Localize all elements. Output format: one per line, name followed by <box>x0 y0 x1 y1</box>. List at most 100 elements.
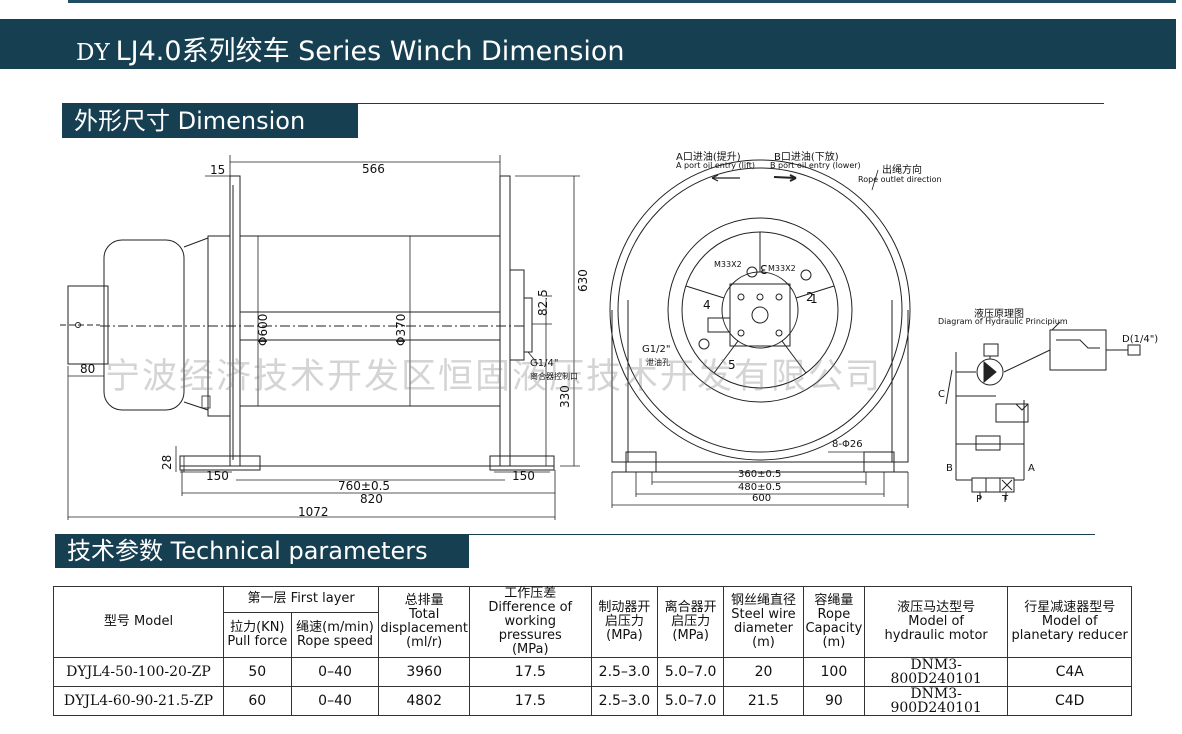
hydraulic-port-c: C <box>938 389 945 400</box>
segment-5: 5 <box>728 358 736 372</box>
hydraulic-port-p: P <box>976 494 983 505</box>
header-reducer-cn: 行星减速器型号 <box>1024 600 1116 615</box>
left-flange <box>229 175 241 467</box>
dim-1072: 1072 <box>298 505 329 519</box>
hydraulic-diagram <box>945 321 1141 500</box>
header-reducer: 行星减速器型号 Model of planetary reducer <box>1007 586 1132 658</box>
header-motor: 液压马达型号 Model of hydraulic motor <box>863 586 1009 658</box>
dim-480: 480±0.5 <box>738 482 782 493</box>
header-displacement-cn: 总排量 <box>404 593 444 608</box>
header-pull-cn: 拉力(KN) <box>230 619 285 635</box>
dim-820: 820 <box>360 492 383 506</box>
segment-4: 4 <box>703 298 711 312</box>
header-displacement-unit: (ml/r) <box>406 635 443 650</box>
header-capacity-cn: 容绳量 <box>814 593 854 608</box>
header-motor-cn: 液压马达型号 <box>897 600 976 615</box>
header-wire-en2: diameter <box>734 621 793 636</box>
title-prefix: DY <box>76 40 110 66</box>
hydraulic-port-b: B <box>946 463 953 474</box>
header-first-layer: 第一层 First layer <box>222 586 380 613</box>
cell-speed: 0–40 <box>290 657 380 687</box>
cell-motor: DNM3-800D240101 <box>863 657 1009 687</box>
header-reducer-en2: planetary reducer <box>1011 628 1128 643</box>
hydraulic-port-t: T <box>1002 494 1009 505</box>
motor-end-cap <box>67 285 109 365</box>
cell-reducer: C4D <box>1007 686 1132 716</box>
base-foot-right <box>489 455 555 471</box>
cell-wire: 20 <box>723 657 804 687</box>
m33-label-right: M33X2 <box>768 264 796 273</box>
g12-port-label-cn: 泄油孔 <box>646 358 670 367</box>
header-capacity-en1: Rope <box>817 607 851 622</box>
hydraulic-title-cn: 液压原理图 <box>974 309 1024 320</box>
parameters-table: 型号 Model 第一层 First layer 总排量 Total displ… <box>53 586 1132 716</box>
header-displacement-en2: displacement <box>380 621 468 636</box>
header-diff-unit: (MPa) <box>511 642 549 657</box>
g14-port-label-cn: 离合器控制口 <box>530 372 578 381</box>
header-wire-en1: Steel wire <box>731 607 796 622</box>
cell-diff: 17.5 <box>469 686 592 716</box>
dim-760: 760±0.5 <box>338 479 391 493</box>
header-clutch-cn1: 离合器开 <box>664 600 717 615</box>
dim-566: 566 <box>362 162 385 176</box>
section-header-dimension: 外形尺寸 Dimension <box>62 104 358 138</box>
g14-port-label: G1/4" <box>530 358 559 369</box>
header-speed-cn: 绳速(m/min) <box>296 619 374 635</box>
header-displacement-en1: Total <box>409 607 440 622</box>
right-flange <box>499 175 511 467</box>
header-brake-unit: (MPa) <box>606 628 643 643</box>
front-view <box>609 159 911 508</box>
header-motor-en1: Model of <box>908 614 964 629</box>
cell-speed: 0–40 <box>290 686 380 716</box>
header-model: 型号 Model <box>53 586 224 658</box>
side-view <box>60 155 580 520</box>
cell-model: DYJL4-50-100-20-ZP <box>53 657 224 687</box>
motor-housing <box>103 239 185 411</box>
port-b-label-en: B port oil entry (lower) <box>770 161 861 170</box>
header-brake-cn2: 启压力 <box>604 614 644 629</box>
cell-clutch: 5.0–7.0 <box>657 657 725 687</box>
header-brake-cn1: 制动器开 <box>598 600 651 615</box>
header-wire: 钢丝绳直径 Steel wire diameter (m) <box>723 586 804 658</box>
title-text: LJ4.0系列绞车 Series Winch Dimension <box>115 36 625 67</box>
header-clutch-cn2: 启压力 <box>671 614 711 629</box>
header-capacity-unit: (m) <box>822 635 846 650</box>
header-wire-unit: (m) <box>752 635 775 650</box>
brake-symbol <box>1049 329 1107 371</box>
dim-80: 80 <box>80 362 96 376</box>
port-a-label-en: A port oil entry (lift) <box>676 161 756 170</box>
cell-brake: 2.5–3.0 <box>590 657 659 687</box>
top-rule <box>68 0 1176 3</box>
watermark: 宁波经济技术开发区恒固液压技术开发有限公司 <box>105 357 883 397</box>
rope-direction-label: 出绳方向 <box>882 165 922 176</box>
cell-cap: 90 <box>802 686 865 716</box>
m33-label-left: M33X2 <box>714 260 742 269</box>
header-pull-force: 拉力(KN) Pull force <box>222 611 292 659</box>
dim-150-right: 150 <box>512 469 535 483</box>
drum-circle <box>667 217 853 403</box>
cell-clutch: 5.0–7.0 <box>657 686 725 716</box>
section-rule-dimension <box>62 103 1104 104</box>
hydraulic-port-d: D(1/4") <box>1122 334 1159 345</box>
header-motor-en2: hydraulic motor <box>884 628 988 643</box>
segment-2: 2 <box>806 290 814 304</box>
dim-150-left: 150 <box>206 469 229 483</box>
directional-valve <box>971 477 1015 493</box>
table-row: DYJL4-50-100-20-ZP 50 0–40 3960 17.5 2.5… <box>53 657 1132 687</box>
header-wire-cn: 钢丝绳直径 <box>730 593 796 608</box>
cell-pull: 60 <box>222 686 292 716</box>
header-clutch: 离合器开 启压力 (MPa) <box>657 586 725 658</box>
dim-phi-600: Φ600 <box>256 313 270 346</box>
cell-disp: 4802 <box>378 686 470 716</box>
dim-630: 630 <box>576 269 590 292</box>
cell-brake: 2.5–3.0 <box>590 686 659 716</box>
table-row: DYJL4-60-90-21.5-ZP 60 0–40 4802 17.5 2.… <box>53 686 1132 716</box>
base-foot-left <box>179 455 261 471</box>
header-capacity: 容绳量 Rope Capacity (m) <box>802 586 865 658</box>
segment-3: 3 <box>760 262 768 276</box>
cell-disp: 3960 <box>378 657 470 687</box>
header-diff-en2: working pressures <box>498 614 562 643</box>
hydraulic-port-a: A <box>1028 463 1035 474</box>
rope-direction-label-en: Rope outlet direction <box>858 175 942 184</box>
